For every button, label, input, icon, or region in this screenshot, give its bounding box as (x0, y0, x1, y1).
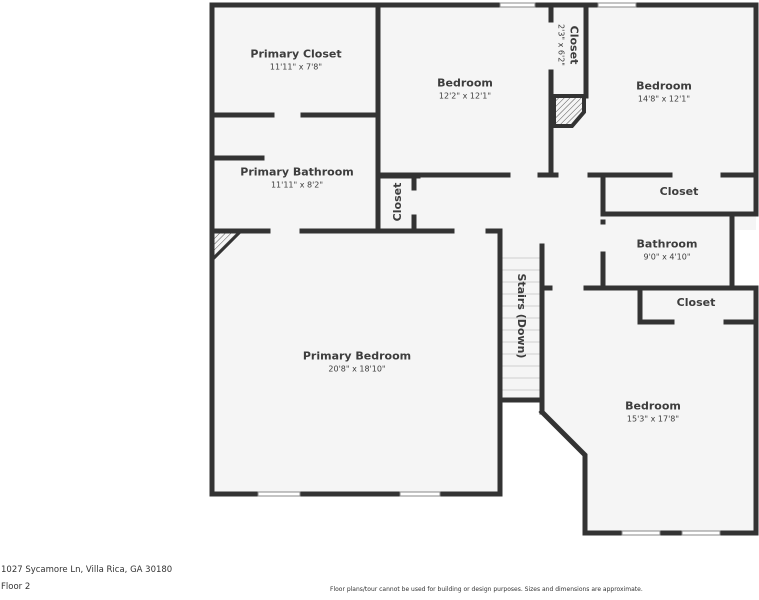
room-name: Primary Closet (250, 47, 342, 61)
room-closet-right-top: Closet (660, 185, 699, 199)
floor-label: Floor 2 (1, 582, 31, 592)
room-small-closet: Closet 2'3" x 6'2" (556, 24, 581, 66)
room-bedroom-1: Bedroom 12'2" x 12'1" (437, 77, 493, 102)
room-dimensions: 11'11" x 8'2" (270, 180, 324, 190)
room-bathroom: Bathroom 9'0" x 4'10" (637, 238, 698, 263)
room-primary-closet: Primary Closet 11'11" x 7'8" (250, 48, 341, 73)
room-primary-bathroom: Primary Bathroom 11'11" x 8'2" (240, 166, 353, 191)
room-name: Stairs (Down) (515, 273, 528, 359)
room-name: Primary Bedroom (302, 349, 412, 363)
walls (209, 2, 759, 536)
room-dimensions: 11'11" x 7'8" (269, 62, 323, 72)
room-name: Closet (391, 182, 404, 222)
room-dimensions: 2'3" x 6'2" (556, 24, 566, 66)
room-name: Closet (676, 296, 716, 309)
room-name: Bathroom (636, 237, 698, 251)
room-name: Closet (659, 185, 699, 198)
room-closet-right-mid: Closet (677, 296, 716, 310)
room-dimensions: 14'8" x 12'1" (637, 94, 691, 104)
room-dimensions: 15'3" x 17'8" (626, 414, 680, 424)
room-primary-bedroom: Primary Bedroom 20'8" x 18'10" (303, 350, 411, 375)
floor-fill (212, 6, 756, 533)
stairs-label: Stairs (Down) (514, 274, 528, 359)
room-name: Closet (567, 25, 581, 65)
room-name: Bedroom (636, 79, 692, 93)
room-hall-closet: Closet (391, 183, 405, 222)
hatched-column (552, 94, 586, 128)
room-dimensions: 20'8" x 18'10" (328, 364, 386, 374)
room-dimensions: 12'2" x 12'1" (438, 91, 492, 101)
room-name: Bedroom (625, 399, 681, 413)
stairs (502, 246, 540, 398)
windows (257, 2, 721, 536)
room-dimensions: 9'0" x 4'10" (643, 252, 691, 262)
address-text: 1027 Sycamore Ln, Villa Rica, GA 30180 (1, 565, 173, 575)
room-name: Bedroom (437, 76, 493, 90)
room-bedroom-2: Bedroom 14'8" x 12'1" (636, 80, 692, 105)
room-name: Primary Bathroom (240, 165, 354, 179)
disclaimer-text: Floor plans/tour cannot be used for buil… (330, 586, 643, 593)
room-bedroom-3: Bedroom 15'3" x 17'8" (625, 400, 681, 425)
